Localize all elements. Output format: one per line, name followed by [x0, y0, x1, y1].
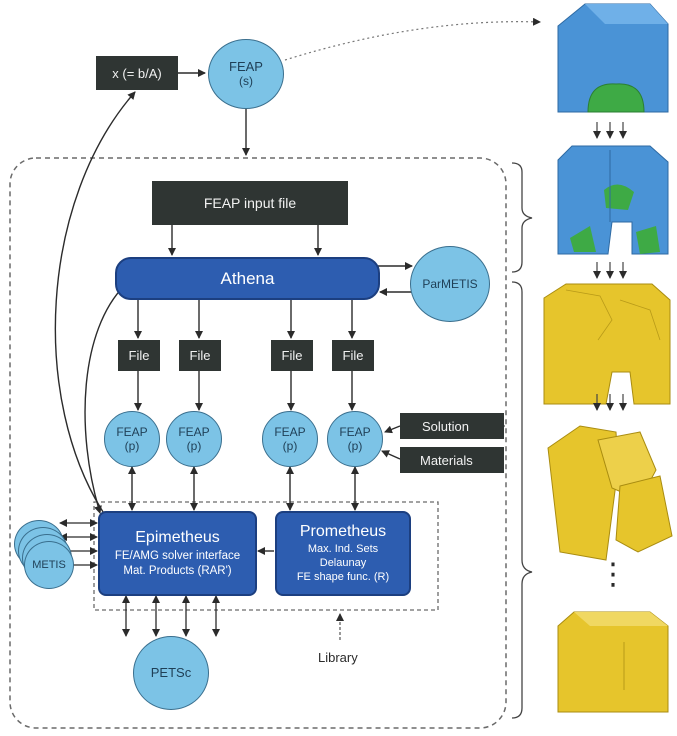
athena-label: Athena	[220, 268, 275, 288]
mesh-ellipsis: ⋮	[598, 558, 628, 591]
materials-box: Materials	[400, 447, 504, 473]
metis-node: METIS	[24, 541, 74, 589]
feap-parallel-node-1: FEAP (p)	[104, 411, 160, 467]
file-box-2: File	[179, 340, 221, 371]
library-label: Library	[318, 650, 358, 665]
epimetheus-line-1: FE/AMG solver interface	[114, 549, 241, 562]
file-box-1: File	[118, 340, 160, 371]
feap-input-file-box: FEAP input file	[152, 181, 348, 225]
feap-parallel-3-title: FEAP	[274, 425, 306, 439]
mesh-image-1	[557, 3, 669, 113]
feap-serial-sub: (s)	[239, 74, 253, 88]
mesh-image-2	[557, 145, 669, 255]
prometheus-line-1: Max. Ind. Sets	[307, 543, 379, 555]
prometheus-module: Prometheus Max. Ind. Sets Delaunay FE sh…	[275, 511, 411, 596]
feap-parallel-1-title: FEAP	[116, 425, 148, 439]
x-equation-box: x (= b/A)	[96, 56, 178, 90]
petsc-node: PETSc	[133, 636, 209, 710]
feap-parallel-node-4: FEAP (p)	[327, 411, 383, 467]
epimetheus-module: Epimetheus FE/AMG solver interface Mat. …	[98, 511, 257, 596]
parallel-region-border	[9, 157, 507, 729]
feap-parallel-2-sub: (p)	[186, 439, 202, 453]
brace-bottom	[511, 281, 533, 719]
parmetis-node: ParMETIS	[410, 246, 490, 322]
library-region-border	[93, 501, 439, 611]
file-box-3: File	[271, 340, 313, 371]
dotted-link-to-mesh	[284, 17, 541, 61]
feap-serial-title: FEAP	[229, 59, 263, 74]
mesh-image-4	[547, 425, 673, 561]
solution-box: Solution	[400, 413, 504, 439]
epimetheus-line-2: Mat. Products (RAR')	[123, 564, 232, 577]
athena-module: Athena	[115, 257, 380, 300]
feap-parallel-1-sub: (p)	[124, 439, 140, 453]
mesh-arrows-3	[593, 394, 627, 411]
feap-parallel-2-title: FEAP	[178, 425, 210, 439]
feap-parallel-node-2: FEAP (p)	[166, 411, 222, 467]
prometheus-line-3: FE shape func. (R)	[296, 571, 390, 583]
prometheus-title: Prometheus	[299, 523, 387, 540]
brace-top	[511, 162, 533, 273]
feap-parallel-node-3: FEAP (p)	[262, 411, 318, 467]
feap-parallel-3-sub: (p)	[282, 439, 298, 453]
epimetheus-title: Epimetheus	[135, 528, 220, 546]
file-box-4: File	[332, 340, 374, 371]
feap-serial-node: FEAP (s)	[208, 39, 284, 109]
mesh-arrows-2	[593, 262, 627, 279]
arrow-solution-to-feap	[384, 425, 401, 434]
mesh-image-3	[543, 283, 671, 405]
mesh-arrows-1	[593, 122, 627, 139]
feap-parallel-4-title: FEAP	[339, 425, 371, 439]
prometheus-line-2: Delaunay	[319, 557, 367, 569]
arrow-athena-to-epimetheus	[84, 284, 126, 514]
arrow-epimetheus-to-x	[54, 91, 136, 516]
arrow-materials-to-feap	[381, 450, 401, 460]
feap-parallel-4-sub: (p)	[347, 439, 363, 453]
mesh-image-5	[557, 611, 669, 713]
